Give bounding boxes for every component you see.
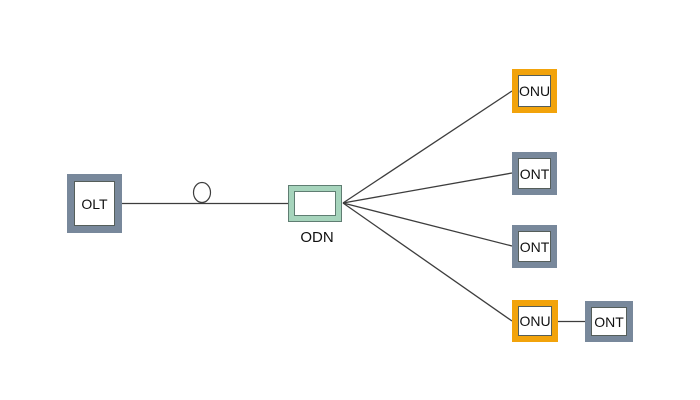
node-onu-bottom: ONU — [512, 300, 558, 342]
node-odn — [288, 185, 342, 222]
node-ont-bottom-right: ONT — [585, 301, 633, 342]
edge-odn-ont-lower — [342, 202, 513, 247]
node-ont-bottom-right-label: ONT — [591, 307, 627, 336]
edge-odn-onu-bottom — [342, 202, 513, 322]
node-ont-upper-middle: ONT — [512, 152, 557, 195]
node-olt-label: OLT — [74, 181, 115, 226]
node-ont-lower-middle: ONT — [512, 225, 557, 268]
edge-odn-onu-top — [342, 90, 513, 204]
node-ont-upper-middle-label: ONT — [518, 158, 551, 189]
node-odn-label: ODN — [300, 229, 334, 246]
odn-splitter-shape — [294, 191, 336, 216]
node-olt: OLT — [67, 174, 122, 233]
node-onu-top-label: ONU — [518, 75, 551, 107]
edge-odn-ont-upper — [342, 172, 513, 204]
node-onu-top: ONU — [512, 69, 557, 113]
node-ont-lower-middle-label: ONT — [518, 231, 551, 262]
node-onu-bottom-label: ONU — [518, 306, 552, 336]
fiber-loop-icon — [192, 181, 212, 204]
